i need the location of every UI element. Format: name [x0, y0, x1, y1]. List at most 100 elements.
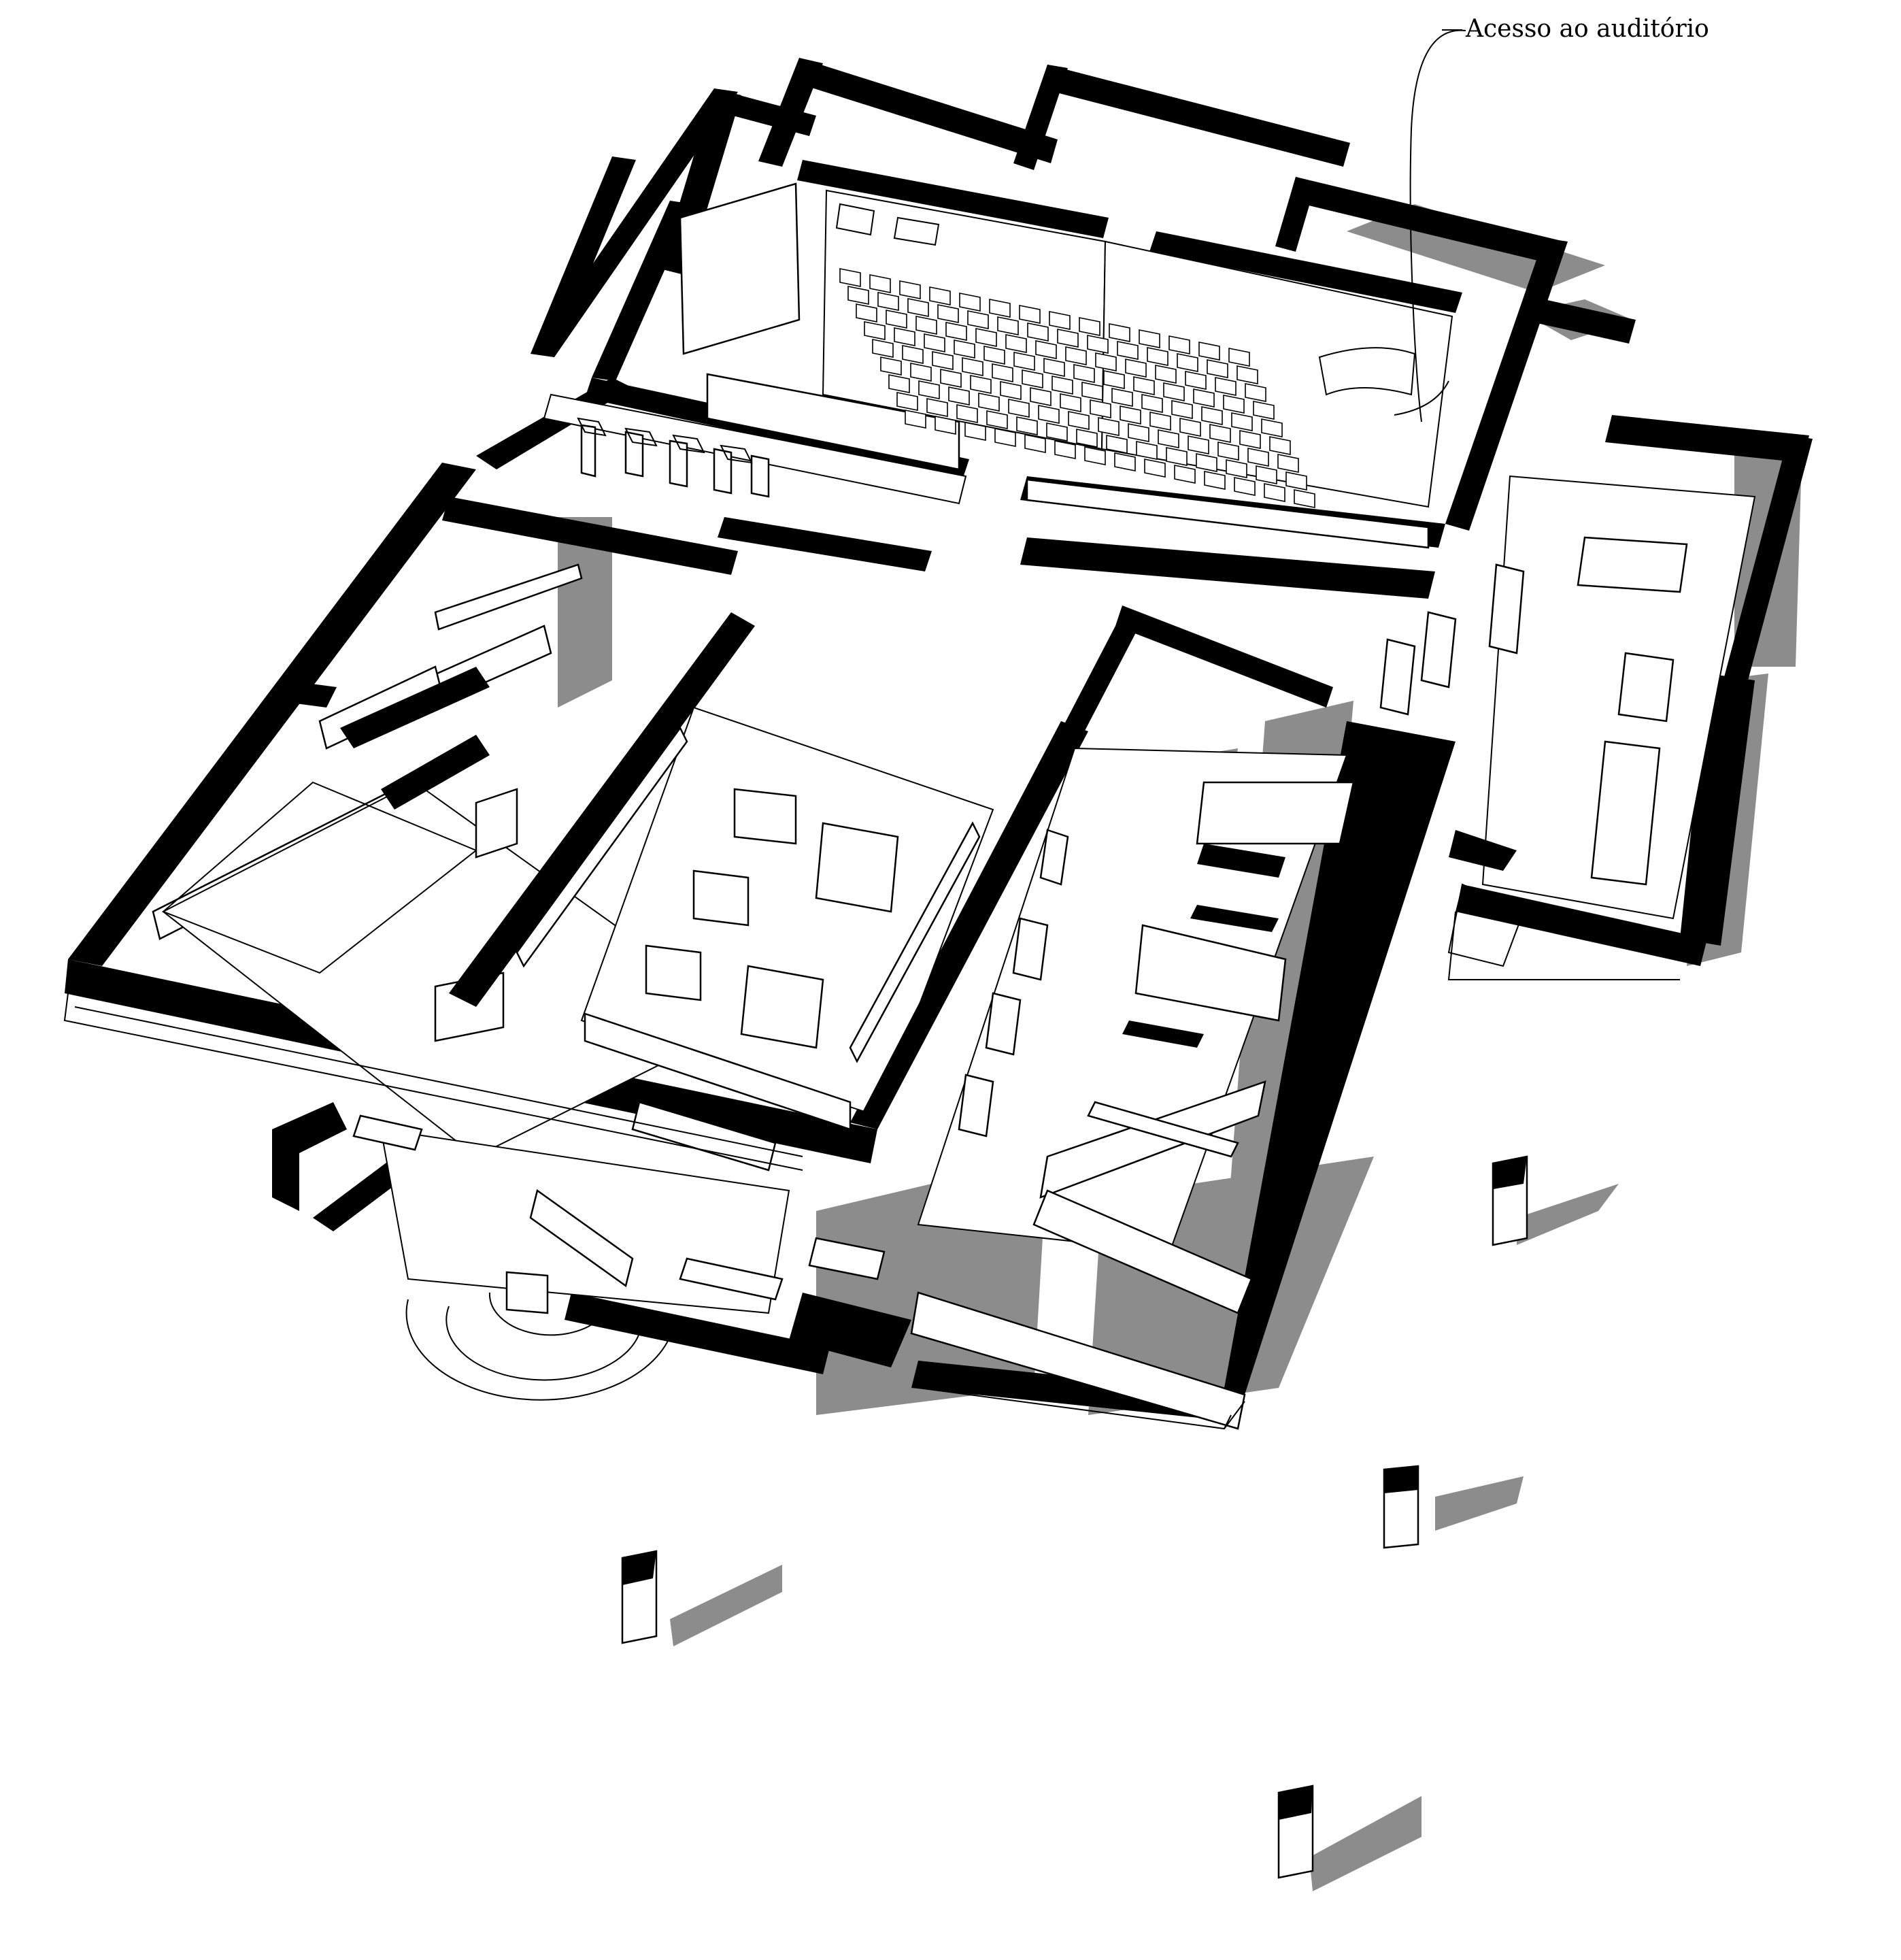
auditorium-seat: [872, 339, 894, 358]
auditorium-seat: [1103, 370, 1125, 389]
sign-totem-4: [1277, 1784, 1314, 1879]
auditorium-seat: [1087, 335, 1109, 354]
auditorium-seat: [1065, 346, 1087, 365]
auditorium-seat: [1081, 382, 1103, 401]
auditorium-seat: [1277, 454, 1299, 473]
auditorium-seat: [1204, 471, 1226, 490]
foyer-corridor: [476, 378, 1435, 599]
auditorium-seat: [1171, 400, 1193, 419]
base-plinth: [63, 911, 1680, 1430]
auditorium-seat: [1024, 434, 1046, 453]
right-wing-galleries: [857, 605, 1456, 1422]
auditorium-seat: [1038, 405, 1060, 424]
auditorium-seat: [1095, 352, 1117, 371]
auditorium-seat: [1084, 446, 1106, 465]
auditorium-seat: [1196, 453, 1217, 472]
sign-totem-3: [621, 1550, 658, 1644]
auditorium-seat: [959, 293, 981, 312]
auditorium-seat: [940, 369, 962, 388]
auditorium-seat: [1022, 369, 1043, 388]
auditorium-seat: [1174, 465, 1196, 484]
auditorium-seat: [1198, 342, 1220, 361]
auditorium-seat: [1144, 459, 1166, 478]
east-entry-wing: [1379, 415, 1813, 967]
auditorium-seat: [896, 392, 918, 411]
auditorium-seat: [1049, 311, 1071, 330]
auditorium-seat: [1239, 430, 1261, 449]
auditorium-seat: [1046, 422, 1068, 442]
auditorium-seat: [1090, 399, 1111, 418]
auditorium-seat: [1139, 329, 1160, 348]
auditorium-seat: [997, 316, 1019, 335]
auditorium-seat: [907, 298, 929, 317]
auditorium-seat: [975, 328, 997, 347]
auditorium-seat: [1163, 382, 1185, 401]
auditorium-seat: [1030, 387, 1052, 406]
auditorium-seat: [1008, 399, 1030, 418]
auditorium-seat: [1027, 322, 1049, 342]
auditorium-seat: [1114, 452, 1136, 471]
auditorium-seat: [989, 299, 1011, 318]
auditorium-seat: [1035, 340, 1057, 359]
auditorium-seat: [1016, 416, 1038, 435]
auditorium-seat: [1043, 358, 1065, 377]
auditorium-seat: [910, 363, 932, 382]
auditorium-seat: [1155, 365, 1177, 384]
auditorium-seat: [1149, 412, 1171, 431]
auditorium-seat: [929, 286, 951, 305]
auditorium-seat: [1261, 418, 1283, 437]
auditorium-seat: [937, 304, 959, 323]
auditorium-seat: [1005, 334, 1027, 353]
auditorium-seat: [967, 310, 989, 329]
auditorium-seat: [932, 351, 954, 370]
auditorium-seat: [1209, 424, 1231, 443]
auditorium-seat: [1141, 394, 1163, 413]
signage-totems: [621, 1155, 1528, 1879]
auditorium-seat: [1294, 489, 1315, 508]
left-wing-galleries: [65, 463, 877, 1163]
auditorium-seat: [948, 386, 970, 405]
auditorium-seat: [1177, 353, 1198, 372]
auditorium-seat: [1285, 471, 1307, 491]
auditorium-seat: [970, 375, 992, 394]
auditorium-seat: [856, 303, 877, 322]
auditorium-seat: [1215, 377, 1237, 396]
annotation-label: Acesso ao auditório: [1466, 15, 1709, 43]
auditorium-seat: [1245, 383, 1266, 402]
auditorium-seat: [935, 416, 956, 435]
auditorium-seat: [1264, 483, 1285, 502]
auditorium-seat: [1079, 317, 1100, 336]
auditorium-seat: [1000, 381, 1022, 400]
auditorium-seat: [1168, 335, 1190, 354]
auditorium-seat: [1226, 459, 1247, 478]
auditorium-seat: [918, 380, 940, 399]
sign-totem-2: [1383, 1465, 1419, 1549]
auditorium-seat: [886, 310, 907, 329]
auditorium-seat: [905, 410, 926, 429]
auditorium-seat: [1133, 376, 1155, 395]
auditorium-seat: [839, 268, 861, 287]
auditorium-seat: [847, 286, 869, 305]
auditorium-seat: [1128, 423, 1149, 442]
auditorium-seat: [1231, 412, 1253, 431]
auditorium-seat: [899, 280, 921, 299]
auditorium-seat: [888, 374, 910, 393]
auditorium-seat: [1253, 401, 1275, 420]
auditorium-seat: [956, 404, 978, 423]
auditorium-seat: [1223, 395, 1245, 414]
auditorium-seat: [1193, 388, 1215, 408]
auditorium-seat: [1158, 429, 1179, 448]
auditorium-seat: [915, 316, 937, 335]
auditorium-seat: [945, 322, 967, 341]
auditorium-seat: [1147, 347, 1168, 366]
auditorium-seat: [1136, 441, 1158, 460]
auditorium-seat: [1117, 341, 1139, 360]
south-entrance-block: [272, 1101, 1246, 1430]
auditorium-seat: [1054, 440, 1076, 459]
auditorium-seat: [962, 357, 983, 376]
auditorium-seat: [1166, 447, 1188, 466]
auditorium-seat: [986, 410, 1008, 429]
auditorium-seat: [880, 356, 902, 376]
auditorium-seat: [964, 422, 986, 441]
auditorium-seat: [983, 346, 1005, 365]
